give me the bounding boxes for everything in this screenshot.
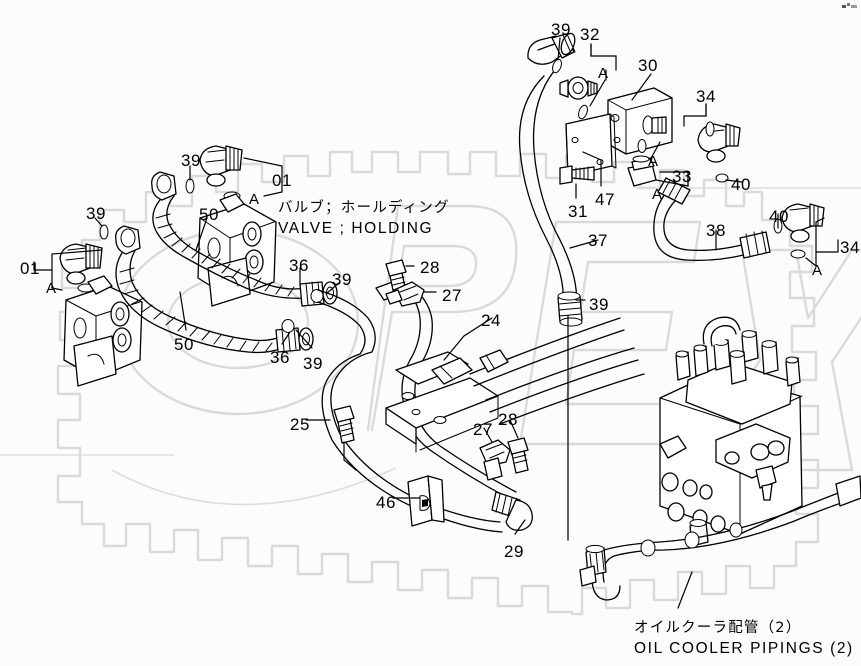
leader-lines [33, 37, 839, 609]
tube-assembly-24 [317, 279, 645, 533]
callout-39-mid-right: 39 [589, 295, 609, 314]
callout-31: 31 [568, 202, 588, 221]
oring-39-lower [281, 319, 295, 333]
callout-24: 24 [481, 311, 501, 330]
oring-39-left [99, 224, 109, 240]
part-27-upper-clip [385, 281, 425, 307]
callout-39-lower: 39 [303, 354, 323, 373]
oil-cooler-pipings-caption-jp: オイルクーラ配管（2） [634, 620, 802, 636]
oring-a-34-lower [790, 249, 806, 259]
callout-39-inner: 39 [332, 270, 352, 289]
oring-33 [637, 139, 647, 153]
callout-a-01-left: A [46, 280, 57, 297]
oring-40-upper [715, 173, 729, 183]
hose-37-assembly [518, 32, 583, 327]
valve-holding-caption-jp: バルブ；ホールディング [278, 200, 450, 216]
hose-50-lower [115, 225, 314, 354]
callout-47: 47 [595, 190, 615, 209]
part-27-lower-clip [479, 439, 511, 481]
callout-a-32: A [598, 65, 609, 82]
callout-28-upper: 28 [420, 258, 440, 277]
callout-27-upper: 27 [442, 286, 462, 305]
oring-39-upper-left [185, 178, 195, 194]
part-25-bolt [333, 405, 355, 444]
oring-39-inner [310, 289, 324, 303]
callout-33: 33 [672, 167, 692, 186]
callout-a-34-lower: A [812, 262, 823, 279]
callout-29: 29 [504, 542, 524, 561]
callout-37: 37 [588, 231, 608, 250]
oil-cooler-pipings-caption-en: OIL COOLER PIPINGS (2) [634, 640, 854, 657]
callout-a-33: A [652, 186, 663, 203]
oring-32 [578, 104, 588, 120]
callout-38: 38 [706, 221, 726, 240]
part-01-upper-elbow [199, 145, 243, 187]
callout-a-34-upper: A [648, 153, 659, 170]
part-32-fitting [559, 76, 598, 100]
valve-holding-caption: バルブ；ホールディング VALVE ; HOLDING [278, 198, 450, 239]
callout-40-upper: 40 [731, 175, 751, 194]
callout-01-left: 01 [20, 259, 40, 278]
valve-holding-caption-en: VALVE ; HOLDING [278, 220, 434, 237]
part-28-lower-bolt [507, 437, 529, 474]
oil-cooler-pipings-caption: オイルクーラ配管（2） OIL COOLER PIPINGS (2) [634, 618, 854, 659]
callout-30: 30 [638, 56, 658, 75]
callout-25: 25 [290, 415, 310, 434]
callout-32: 32 [580, 25, 600, 44]
callout-a-01-upper: A [249, 191, 260, 208]
oring-34-upper [705, 121, 715, 137]
callout-50-lower: 50 [174, 335, 194, 354]
callout-28-lower: 28 [498, 410, 518, 429]
callout-46: 46 [376, 493, 396, 512]
callout-39-left: 39 [86, 204, 106, 223]
part-34-lower-elbow [781, 203, 825, 243]
callout-36-lower: 36 [270, 348, 290, 367]
part-46-clamp [407, 475, 445, 527]
callout-01-upper: 01 [272, 171, 292, 190]
part-31-bolt [559, 165, 595, 185]
callout-50-upper: 50 [199, 205, 219, 224]
callout-34-lower: 34 [840, 238, 860, 257]
oring-39-top [552, 58, 562, 74]
callout-40-lower: 40 [769, 207, 789, 226]
callout-27-lower: 27 [473, 420, 493, 439]
part-47-plate [565, 113, 617, 177]
corner-mark-icon [842, 3, 857, 8]
part-33-nut [627, 155, 657, 187]
callout-36-upper: 36 [289, 256, 309, 275]
main-control-valve [659, 316, 803, 547]
callout-39-upper-left: 39 [181, 151, 201, 170]
callout-39-top: 39 [551, 20, 571, 39]
hose-38-assembly [653, 177, 771, 262]
left-valve-block-lower [63, 275, 143, 387]
callout-34-upper: 34 [696, 87, 716, 106]
oil-cooler-pipe [579, 475, 861, 601]
part-34-upper-elbow [697, 123, 741, 163]
